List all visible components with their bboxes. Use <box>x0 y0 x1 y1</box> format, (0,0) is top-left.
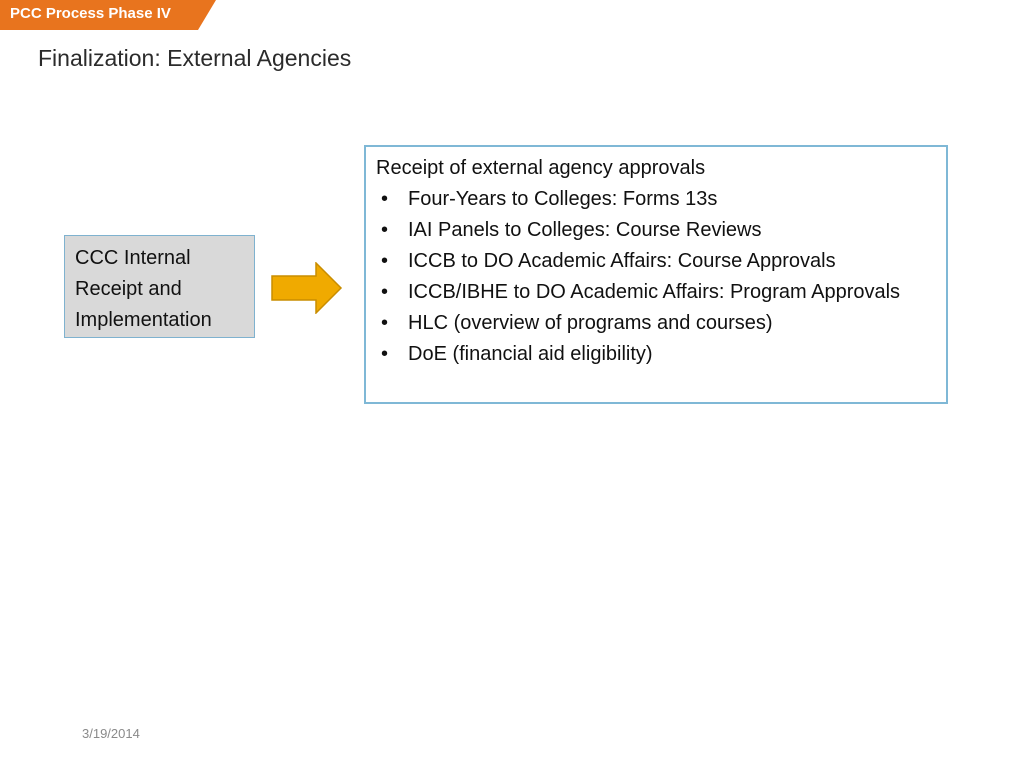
approvals-list: Four-Years to Colleges: Forms 13s IAI Pa… <box>376 184 936 370</box>
approval-item: Four-Years to Colleges: Forms 13s <box>376 184 936 215</box>
approval-item: HLC (overview of programs and courses) <box>376 308 936 339</box>
internal-box-line: Receipt and <box>75 278 182 300</box>
approval-item: ICCB/IBHE to DO Academic Affairs: Progra… <box>376 277 936 308</box>
approval-item: DoE (financial aid eligibility) <box>376 339 936 370</box>
external-approvals-box: Receipt of external agency approvals Fou… <box>364 145 948 404</box>
approval-item: ICCB to DO Academic Affairs: Course Appr… <box>376 246 936 277</box>
page-title: Finalization: External Agencies <box>38 45 352 71</box>
right-arrow-icon <box>271 262 343 314</box>
internal-box-line: Implementation <box>75 309 212 331</box>
approval-item: IAI Panels to Colleges: Course Reviews <box>376 215 936 246</box>
header-label: PCC Process Phase IV <box>10 5 171 22</box>
external-box-heading: Receipt of external agency approvals <box>376 157 706 179</box>
header-tab-shape <box>0 0 216 30</box>
internal-receipt-box: CCC Internal Receipt and Implementation <box>64 235 255 338</box>
header-tab: PCC Process Phase IV <box>0 0 216 30</box>
internal-box-line: CCC Internal <box>75 247 191 269</box>
footer-date: 3/19/2014 <box>82 726 140 741</box>
